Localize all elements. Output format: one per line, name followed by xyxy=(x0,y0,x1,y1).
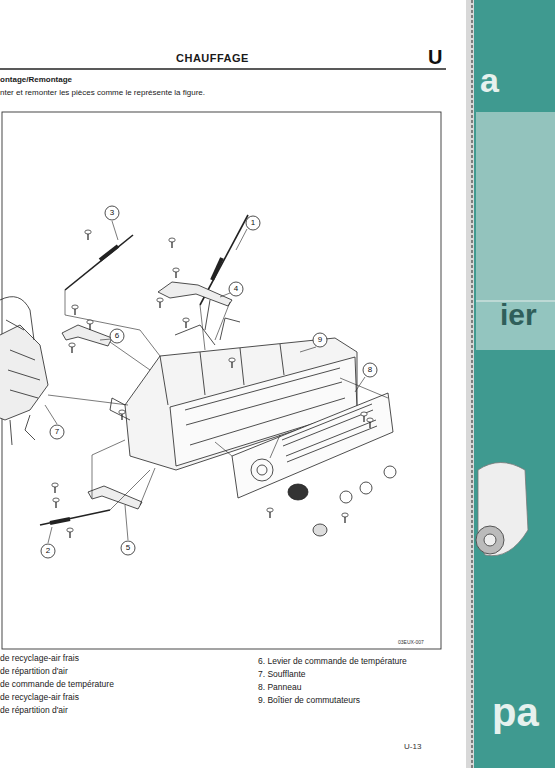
instruction-text: nter et remonter les pièces comme le rep… xyxy=(0,89,205,98)
cover-lettering: pa xyxy=(492,690,539,734)
cable xyxy=(40,510,110,525)
part-list-item: de recyclage-air frais xyxy=(0,654,79,663)
screw xyxy=(267,508,273,518)
cable-sleeve xyxy=(100,246,118,260)
screw xyxy=(173,268,179,278)
callout-number: 7 xyxy=(55,428,59,437)
page-number: U-13 xyxy=(404,743,421,752)
cable-sleeve xyxy=(212,258,222,280)
panel-slot xyxy=(282,404,377,462)
blower-rib xyxy=(8,350,40,398)
header-rule xyxy=(0,68,446,70)
blower-wire xyxy=(0,297,34,340)
blower-motor xyxy=(0,325,48,420)
callout-number: 4 xyxy=(234,285,238,294)
screw xyxy=(67,528,73,538)
callout-circle xyxy=(110,329,124,343)
screw xyxy=(157,298,163,308)
screw xyxy=(87,320,93,330)
callout-number: 2 xyxy=(46,547,50,556)
part-list-item: de recyclage-air frais xyxy=(0,693,79,702)
part-list-item: 9. Boîtier de commutateurs xyxy=(258,696,360,705)
callout-number: 3 xyxy=(110,209,114,218)
screw xyxy=(69,343,75,353)
callout-number: 1 xyxy=(251,219,255,228)
part-list-item: de commande de température xyxy=(0,680,114,689)
cover-panel xyxy=(476,112,555,302)
housing-tab xyxy=(110,398,130,420)
car-wheel xyxy=(476,526,504,554)
part-list-item: de répartition d'air xyxy=(0,706,68,715)
section-heading: ontage/Remontage xyxy=(0,76,72,85)
screw xyxy=(229,358,235,368)
housing-rib xyxy=(160,344,284,405)
callout-circle xyxy=(246,216,260,230)
control-knob xyxy=(313,524,327,536)
callout-number: 8 xyxy=(368,366,372,375)
blower-connector xyxy=(10,415,35,445)
callout-circle xyxy=(313,333,327,347)
screw xyxy=(119,410,125,420)
knob-cap xyxy=(384,466,396,478)
callout-circle xyxy=(121,541,135,555)
assembly-line xyxy=(48,290,388,510)
screw xyxy=(367,418,373,428)
page-title: CHAUFFAGE xyxy=(176,52,249,64)
callout-number: 6 xyxy=(115,332,119,341)
cover-lettering: ier xyxy=(500,298,537,331)
callout-circle xyxy=(229,282,243,296)
screw xyxy=(342,513,348,523)
figure-code: 03EUX-007 xyxy=(398,640,424,646)
section-letter: U xyxy=(428,46,442,68)
callout-number: 9 xyxy=(318,336,322,345)
housing-lever xyxy=(175,300,240,345)
cable-sleeve xyxy=(50,519,70,523)
part-list-item: de répartition d'air xyxy=(0,667,68,676)
knob-cap xyxy=(360,482,372,494)
panel-dial xyxy=(251,459,273,481)
callout-circle xyxy=(41,544,55,558)
binding-edge xyxy=(471,0,472,768)
screw xyxy=(52,483,58,493)
screw xyxy=(169,238,175,248)
callout-circle xyxy=(50,425,64,439)
callout-number: 5 xyxy=(126,544,130,553)
cover-band xyxy=(472,0,555,768)
screw xyxy=(183,318,189,328)
part-list-item: 6. Levier de commande de température xyxy=(258,657,407,666)
figure-frame xyxy=(2,112,441,649)
part-list-item: 7. Soufflante xyxy=(258,670,306,679)
lever xyxy=(88,486,142,509)
callout-circle xyxy=(105,206,119,220)
control-knob xyxy=(288,484,308,500)
screw-group xyxy=(52,230,373,538)
callout-circle xyxy=(363,363,377,377)
cable xyxy=(65,235,133,290)
control-panel xyxy=(232,393,393,498)
screw xyxy=(85,230,91,240)
lever xyxy=(62,325,112,346)
car-wheel xyxy=(484,534,496,546)
screw xyxy=(53,498,59,508)
panel-dial xyxy=(257,465,267,475)
knob-cap xyxy=(340,491,352,503)
leader-line xyxy=(45,221,365,543)
cover-lettering: a xyxy=(480,62,499,99)
screw xyxy=(72,305,78,315)
binding-shadow xyxy=(466,0,474,768)
screw xyxy=(361,412,367,422)
temperature-lever xyxy=(158,282,232,306)
part-list-item: 8. Panneau xyxy=(258,683,301,692)
